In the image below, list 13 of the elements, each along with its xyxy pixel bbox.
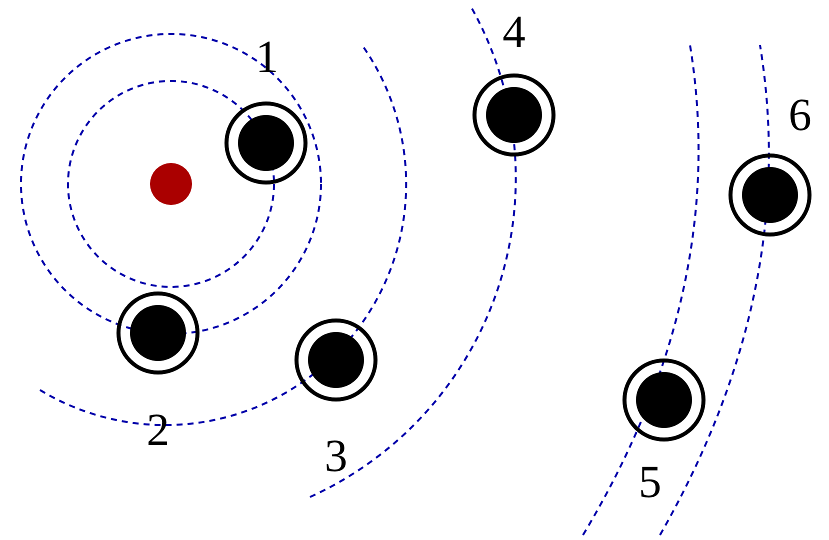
particle-number: 1 xyxy=(256,34,278,80)
ringed-particle xyxy=(224,101,308,185)
particle-number: 5 xyxy=(638,459,662,505)
ringed-particle xyxy=(294,318,378,402)
particle-number: 4 xyxy=(502,9,526,55)
ringed-particle xyxy=(728,153,812,237)
particle-number: 2 xyxy=(146,407,170,453)
particle-number: 3 xyxy=(324,433,348,479)
ringed-particle xyxy=(622,358,706,442)
center-dot xyxy=(150,163,192,205)
ringed-particle xyxy=(472,73,556,157)
particle-number: 6 xyxy=(788,92,812,138)
ringed-particle xyxy=(116,291,200,375)
